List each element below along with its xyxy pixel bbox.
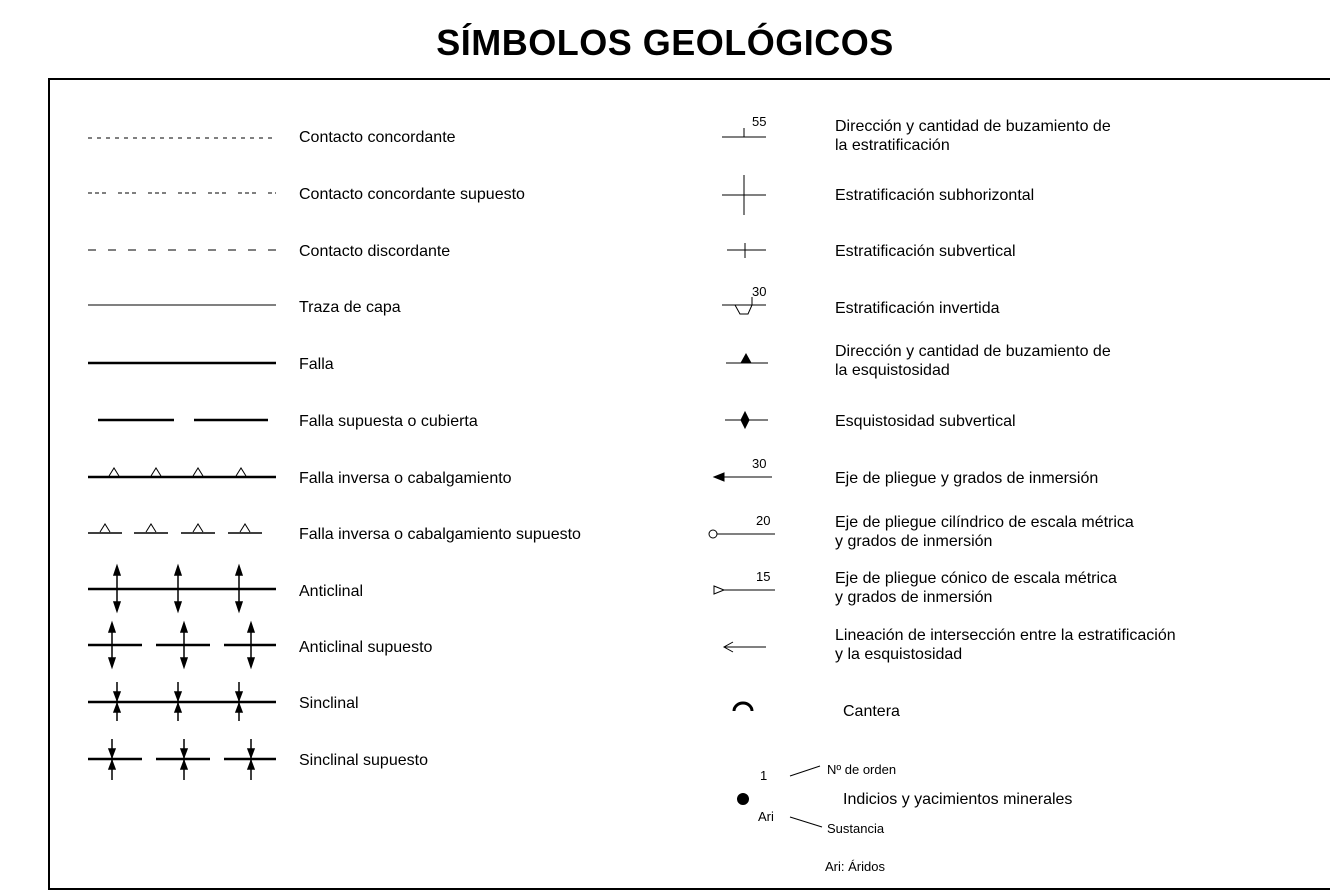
label-contacto-concordante-supuesto: Contacto concordante supuesto [299,186,525,203]
label-falla-supuesta: Falla supuesta o cubierta [299,413,478,430]
label-anticlinal-supuesto: Anticlinal supuesto [299,639,433,656]
mineral-substance-label: Sustancia [827,821,885,836]
symbol-falla-inversa [88,467,276,479]
label-esquistosidad-subvertical: Esquistosidad subvertical [835,413,1016,430]
symbol-lineacion-interseccion [722,641,766,653]
mineral-legend: Ari: Áridos [825,859,885,874]
value-eje-pliegue: 30 [752,456,767,471]
value-buzamiento: 55 [752,114,767,129]
symbol-sinclinal-supuesto [88,739,276,780]
legend-frame [48,78,1330,890]
symbol-falla-inversa-supuesta [88,523,262,534]
label-traza-de-capa: Traza de capa [299,299,401,316]
label-anticlinal: Anticlinal [299,583,364,600]
symbol-estratificacion-invertida [722,297,766,315]
label-sinclinal-supuesto: Sinclinal supuesto [299,752,428,769]
label-falla-inversa-supuesta: Falla inversa o cabalgamiento supuesto [299,526,581,543]
label-eje-pliegue-cilindrico: Eje de pliegue cilíndrico de escala métr… [835,514,1134,550]
label-estratificacion-subvertical: Estratificación subvertical [835,243,1016,260]
value-eje-conico: 15 [756,569,771,584]
label-estratificacion-invertida: Estratificación invertida [835,300,1000,317]
label-esquistosidad-buzamiento: Dirección y cantidad de buzamiento de la… [835,343,1111,379]
symbol-esquistosidad-buzamiento [726,352,768,364]
symbol-eje-pliegue [712,472,772,482]
symbol-anticlinal-supuesto [88,620,276,670]
value-invertida: 30 [752,284,767,299]
label-estratificacion-subhorizontal: Estratificación subhorizontal [835,187,1035,204]
symbol-buzamiento-estratificacion [722,128,766,138]
mineral-substance: Ari [758,809,774,824]
label-contacto-discordante: Contacto discordante [299,243,451,260]
label-eje-pliegue-conico: Eje de pliegue cónico de escala métrica … [835,570,1117,606]
label-contacto-concordante: Contacto concordante [299,129,456,146]
value-eje-cilindrico: 20 [756,513,771,528]
symbol-estratificacion-subhorizontal [722,175,766,215]
symbol-anticlinal [88,563,276,614]
label-lineacion-interseccion: Lineación de intersección entre la estra… [835,627,1176,663]
symbol-estratificacion-subvertical [727,243,766,258]
label-buzamiento-estratificacion: Dirección y cantidad de buzamiento de la… [835,118,1111,154]
label-falla-inversa: Falla inversa o cabalgamiento [299,470,512,487]
symbol-cantera [732,701,754,712]
label-cantera: Cantera [843,703,900,720]
label-sinclinal: Sinclinal [299,695,359,712]
mineral-number: 1 [760,768,768,783]
mineral-number-label: Nº de orden [827,762,897,777]
symbol-indicios-minerales [737,765,823,828]
symbol-eje-pliegue-conico [713,585,775,595]
symbol-sinclinal [88,682,276,721]
label-falla: Falla [299,356,334,373]
symbol-eje-pliegue-cilindrico [708,529,775,539]
legend-title: SÍMBOLOS GEOLÓGICOS [436,22,894,63]
symbol-esquistosidad-subvertical [725,410,768,430]
label-eje-pliegue: Eje de pliegue y grados de inmersión [835,470,1099,487]
mineral-label: Indicios y yacimientos minerales [843,791,1073,808]
